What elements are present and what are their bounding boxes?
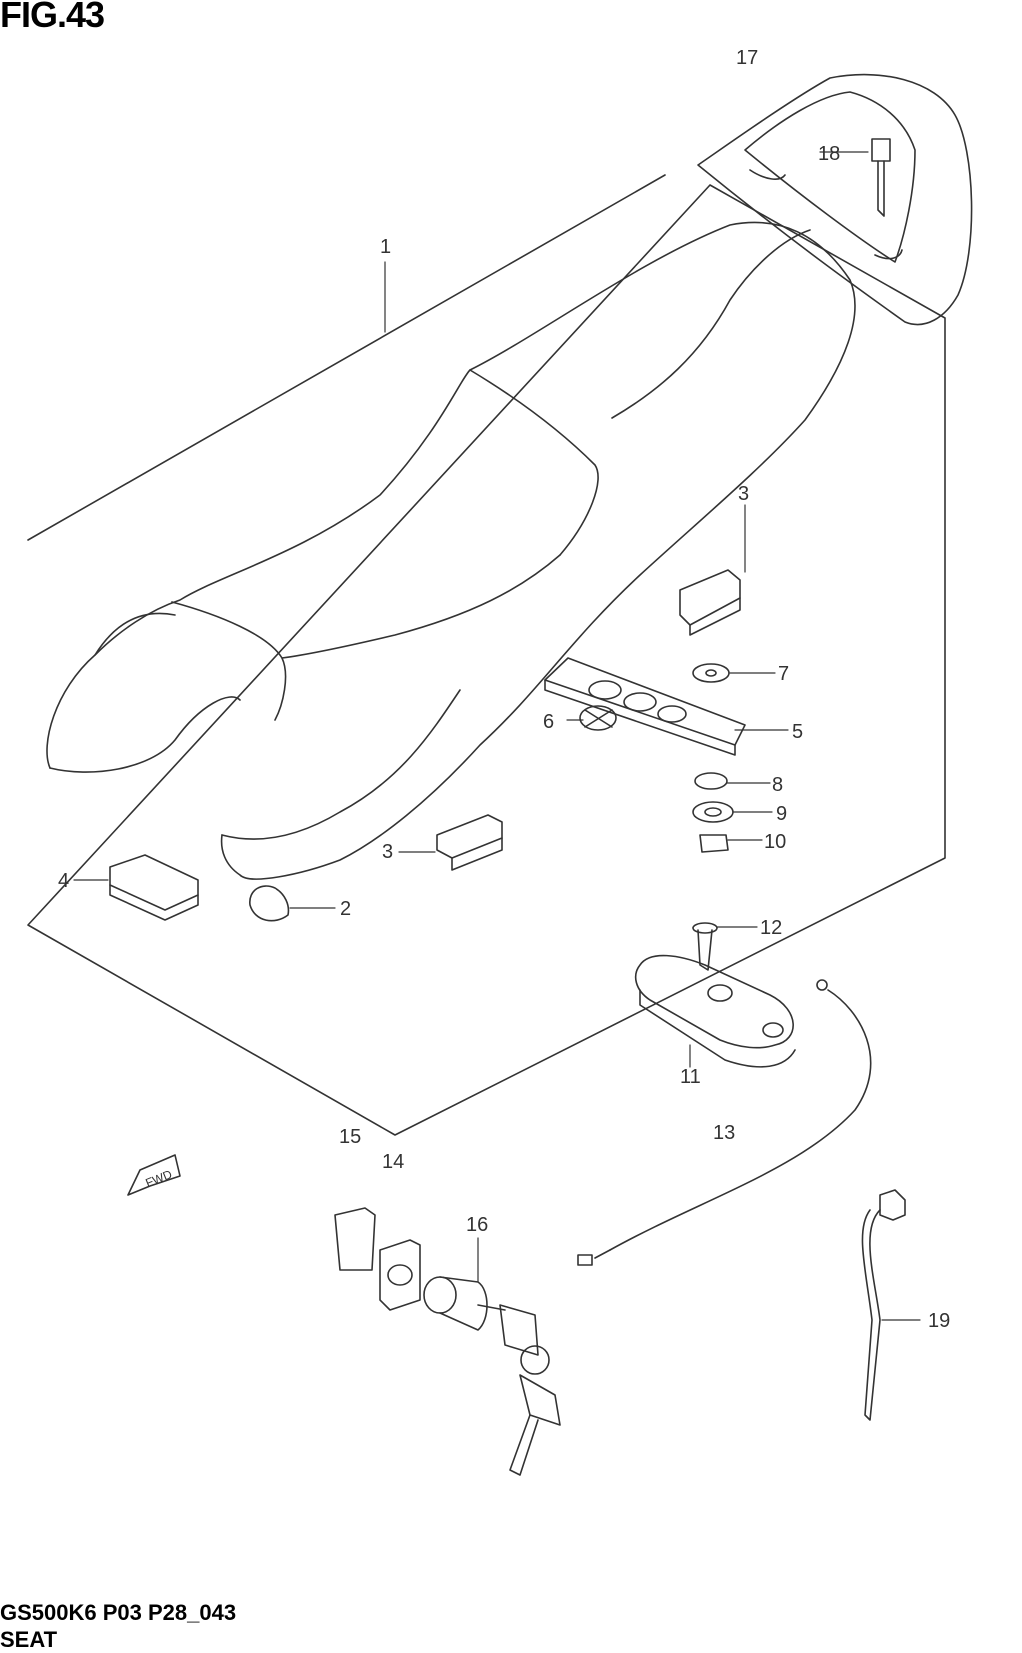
seat-lock [634, 954, 796, 1068]
seat-body [46, 221, 856, 880]
callout-11: 11 [680, 1066, 701, 1088]
callout-16: 16 [466, 1214, 488, 1236]
callout-6: 6 [543, 711, 554, 733]
callout-17: 17 [736, 47, 758, 69]
callout-18: 18 [818, 143, 840, 165]
fastener-6 [579, 705, 617, 731]
nut-10 [699, 834, 729, 853]
callout-15: 15 [339, 1126, 361, 1148]
callout-9: 9 [776, 803, 787, 825]
cushion-2 [249, 885, 290, 922]
cushion-3-upper [679, 569, 741, 636]
band-19 [861, 1189, 906, 1421]
callout-4: 4 [58, 870, 69, 892]
callout-5: 5 [792, 721, 803, 743]
screw-12 [692, 922, 718, 971]
cable-13 [577, 979, 872, 1266]
callout-14: 14 [382, 1151, 404, 1173]
figure-name: SEAT [0, 1627, 58, 1652]
washer-8 [694, 772, 728, 790]
plate-14 [379, 1239, 421, 1311]
callout-12: 12 [760, 917, 782, 939]
leader-lines [73, 151, 921, 1321]
callout-8: 8 [772, 774, 783, 796]
callout-7: 7 [778, 663, 789, 685]
callout-13: 13 [713, 1122, 735, 1144]
cushion-3-lower [436, 814, 503, 871]
washer-7 [692, 663, 730, 683]
callout-3-lower: 3 [382, 841, 393, 863]
seat-hook-plate [544, 657, 746, 756]
callout-1: 1 [380, 236, 391, 258]
callout-2: 2 [340, 898, 351, 920]
lock-cylinder-16 [423, 1276, 561, 1476]
fwd-arrow [127, 1154, 181, 1196]
pad-4 [109, 854, 199, 921]
rear-carrier [697, 73, 973, 326]
callout-10: 10 [764, 831, 786, 853]
assembly-frame [27, 174, 946, 1136]
bolt-18 [871, 138, 891, 217]
callout-3-upper: 3 [738, 483, 749, 505]
washer-9 [692, 801, 734, 823]
callout-19: 19 [928, 1310, 950, 1332]
fwd-label: FWD [143, 1167, 174, 1190]
clip-15 [334, 1207, 376, 1271]
figure-code: GS500K6 P03 P28_043 [0, 1600, 237, 1625]
figure-title: FIG.43 [0, 0, 105, 35]
